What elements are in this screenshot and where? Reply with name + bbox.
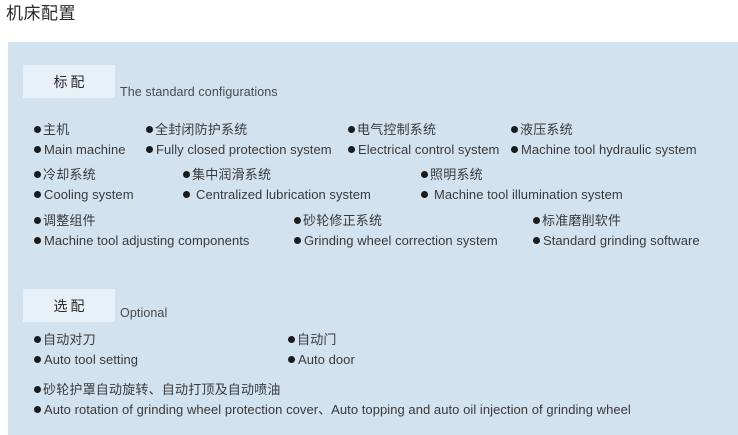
list-item: 集中润滑系统 Centralized lubrication system — [183, 165, 371, 205]
bullet-icon — [34, 146, 41, 153]
list-item: 标准磨削软件 Standard grinding software — [533, 211, 700, 251]
bullet-icon — [533, 237, 540, 244]
list-item: 调整组件 Machine tool adjusting components — [34, 211, 249, 251]
bullet-icon — [348, 146, 355, 153]
item-label-cn: 冷却系统 — [34, 165, 134, 185]
item-label-en: Cooling system — [34, 185, 134, 205]
item-label-cn: 砂轮护罩自动旋转、自动打顶及自动喷油 — [34, 380, 631, 400]
item-label-cn: 集中润滑系统 — [183, 165, 371, 185]
bullet-icon — [34, 237, 41, 244]
bullet-icon — [34, 171, 41, 178]
item-label-cn: 主机 — [34, 120, 126, 140]
item-label-cn: 调整组件 — [34, 211, 249, 231]
list-item: 冷却系统 Cooling system — [34, 165, 134, 205]
item-label-cn: 砂轮修正系统 — [294, 211, 498, 231]
item-label-en: Fully closed protection system — [146, 140, 332, 160]
item-label-cn: 全封闭防护系统 — [146, 120, 332, 140]
bullet-icon — [34, 406, 41, 413]
bullet-icon — [34, 336, 41, 343]
bullet-icon — [34, 126, 41, 133]
item-label-en: Grinding wheel correction system — [294, 231, 498, 251]
list-item: 砂轮修正系统 Grinding wheel correction system — [294, 211, 498, 251]
item-label-en: Machine tool illumination system — [421, 185, 623, 205]
item-label-cn: 电气控制系统 — [348, 120, 499, 140]
list-item: 电气控制系统 Electrical control system — [348, 120, 499, 160]
item-label-cn: 照明系统 — [421, 165, 623, 185]
configuration-panel: 标配 The standard configurations 主机 Main m… — [8, 42, 738, 435]
bullet-icon — [183, 191, 190, 198]
list-item: 液压系统 Machine tool hydraulic system — [511, 120, 697, 160]
item-label-en: Auto tool setting — [34, 350, 138, 370]
bullet-icon — [183, 171, 190, 178]
item-label-en: Machine tool adjusting components — [34, 231, 249, 251]
bullet-icon — [34, 191, 41, 198]
item-label-en: Main machine — [34, 140, 126, 160]
bullet-icon — [34, 386, 41, 393]
item-label-cn: 自动对刀 — [34, 330, 138, 350]
bullet-icon — [146, 126, 153, 133]
list-item: 自动对刀 Auto tool setting — [34, 330, 138, 370]
bullet-icon — [34, 356, 41, 363]
bullet-icon — [421, 191, 428, 198]
item-label-en: Auto door — [288, 350, 355, 370]
section-subtitle-standard: The standard configurations — [120, 85, 278, 99]
bullet-icon — [511, 146, 518, 153]
list-item: 砂轮护罩自动旋转、自动打顶及自动喷油 Auto rotation of grin… — [34, 380, 631, 420]
item-label-en: Auto rotation of grinding wheel protecti… — [34, 400, 631, 420]
section-badge-label: 选配 — [53, 297, 88, 314]
item-label-cn: 标准磨削软件 — [533, 211, 700, 231]
bullet-icon — [288, 356, 295, 363]
bullet-icon — [348, 126, 355, 133]
item-label-en: Standard grinding software — [533, 231, 700, 251]
bullet-icon — [294, 237, 301, 244]
page-title: 机床配置 — [6, 4, 76, 23]
item-label-cn: 液压系统 — [511, 120, 697, 140]
list-item: 全封闭防护系统 Fully closed protection system — [146, 120, 332, 160]
item-label-en: Machine tool hydraulic system — [511, 140, 697, 160]
item-label-en: Centralized lubrication system — [183, 185, 371, 205]
section-subtitle-optional: Optional — [120, 306, 168, 320]
bullet-icon — [146, 146, 153, 153]
section-badge-label: 标配 — [53, 73, 88, 90]
item-label-cn: 自动门 — [288, 330, 355, 350]
list-item: 照明系统 Machine tool illumination system — [421, 165, 623, 205]
bullet-icon — [294, 217, 301, 224]
section-badge-optional: 选配 — [23, 289, 115, 322]
bullet-icon — [511, 126, 518, 133]
section-badge-standard: 标配 — [23, 65, 115, 98]
item-label-en: Electrical control system — [348, 140, 499, 160]
bullet-icon — [421, 171, 428, 178]
list-item: 主机 Main machine — [34, 120, 126, 160]
list-item: 自动门 Auto door — [288, 330, 355, 370]
bullet-icon — [288, 336, 295, 343]
bullet-icon — [533, 217, 540, 224]
bullet-icon — [34, 217, 41, 224]
